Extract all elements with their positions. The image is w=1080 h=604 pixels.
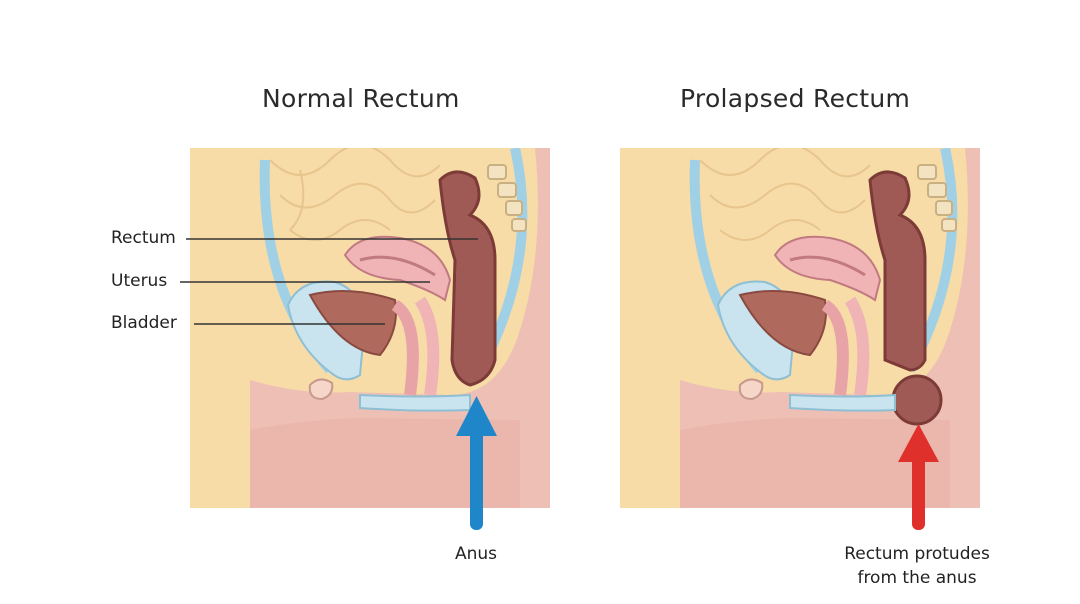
normal-uterus	[343, 235, 452, 302]
prolapse-caption-line-1: Rectum protudes	[844, 544, 990, 564]
normal-rectum-title: Normal Rectum	[262, 84, 460, 113]
prolapsed-panel-illustration	[620, 148, 980, 508]
anus-caption: Anus	[454, 544, 498, 564]
prolapsed-uterus	[773, 235, 882, 302]
prolapse-caption: Rectum protudes from the anus	[822, 542, 1012, 590]
prolapse-caption-line-2: from the anus	[857, 568, 977, 588]
prolapsed-rectum-title: Prolapsed Rectum	[680, 84, 911, 113]
prolapsed-bulge	[891, 374, 943, 426]
label-leader-lines	[180, 238, 478, 325]
uterus-label: Uterus	[111, 271, 168, 291]
rectum-label: Rectum	[111, 228, 176, 248]
normal-rectum	[438, 170, 497, 387]
anus-arrow	[456, 396, 497, 530]
normal-bladder-inner	[308, 290, 397, 357]
prolapse-arrow	[898, 424, 939, 530]
normal-intestines	[269, 148, 441, 241]
prolapsed-rectum	[868, 170, 927, 372]
normal-panel-illustration	[190, 148, 550, 508]
normal-sacrum	[487, 164, 527, 232]
bladder-label: Bladder	[111, 313, 177, 333]
